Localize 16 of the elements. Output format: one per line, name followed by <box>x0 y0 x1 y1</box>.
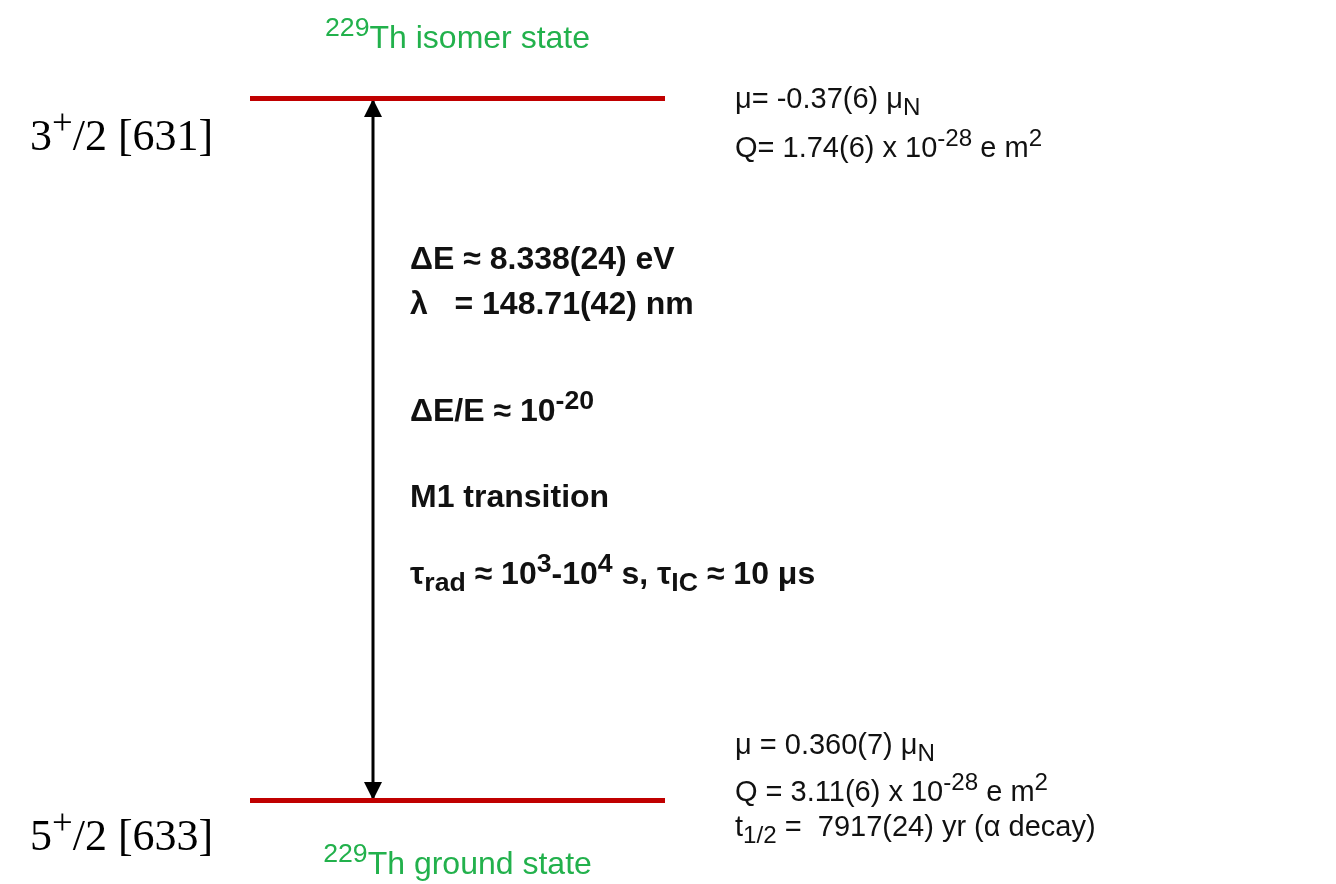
property-text: μ = 0.360(7) μ$_{N}$ <box>735 728 935 767</box>
property-text: μ= -0.37(6) μ$_{N}$ <box>735 82 921 121</box>
property-text: t$_{1/2}$ = 7917(24) yr (α decay) <box>735 810 1096 849</box>
spin-parity-label: 5$^{+}$/2 [633] <box>30 800 214 861</box>
transition-property-text: ΔE/E ≈ 10$^{-20}$ <box>410 385 595 429</box>
energy-level <box>250 798 665 884</box>
state-label: $^{229}$Th isomer state <box>324 12 591 56</box>
transition-property-text: M1 transition <box>410 478 610 515</box>
transition-arrow <box>364 99 382 800</box>
property-text: Q= 1.74(6) x 10$^{-28}$ e m$^{2}$ <box>735 124 1043 164</box>
spin-parity-label: 3$^{+}$/2 [631] <box>30 100 214 161</box>
transition-property-text: τ$_{rad}$ ≈ 10$^{3}$-10$^{4}$ s, τ$_{IC}$ ≈ 10 μs <box>410 548 816 599</box>
transition-property-text: ΔE ≈ 8.338(24) eV <box>410 240 675 277</box>
transition-property-text: λ = 148.71(42) nm <box>410 285 694 322</box>
property-text: Q = 3.11(6) x 10$^{-28}$ e m$^{2}$ <box>735 768 1048 808</box>
state-label: $^{229}$Th ground state <box>322 838 593 882</box>
